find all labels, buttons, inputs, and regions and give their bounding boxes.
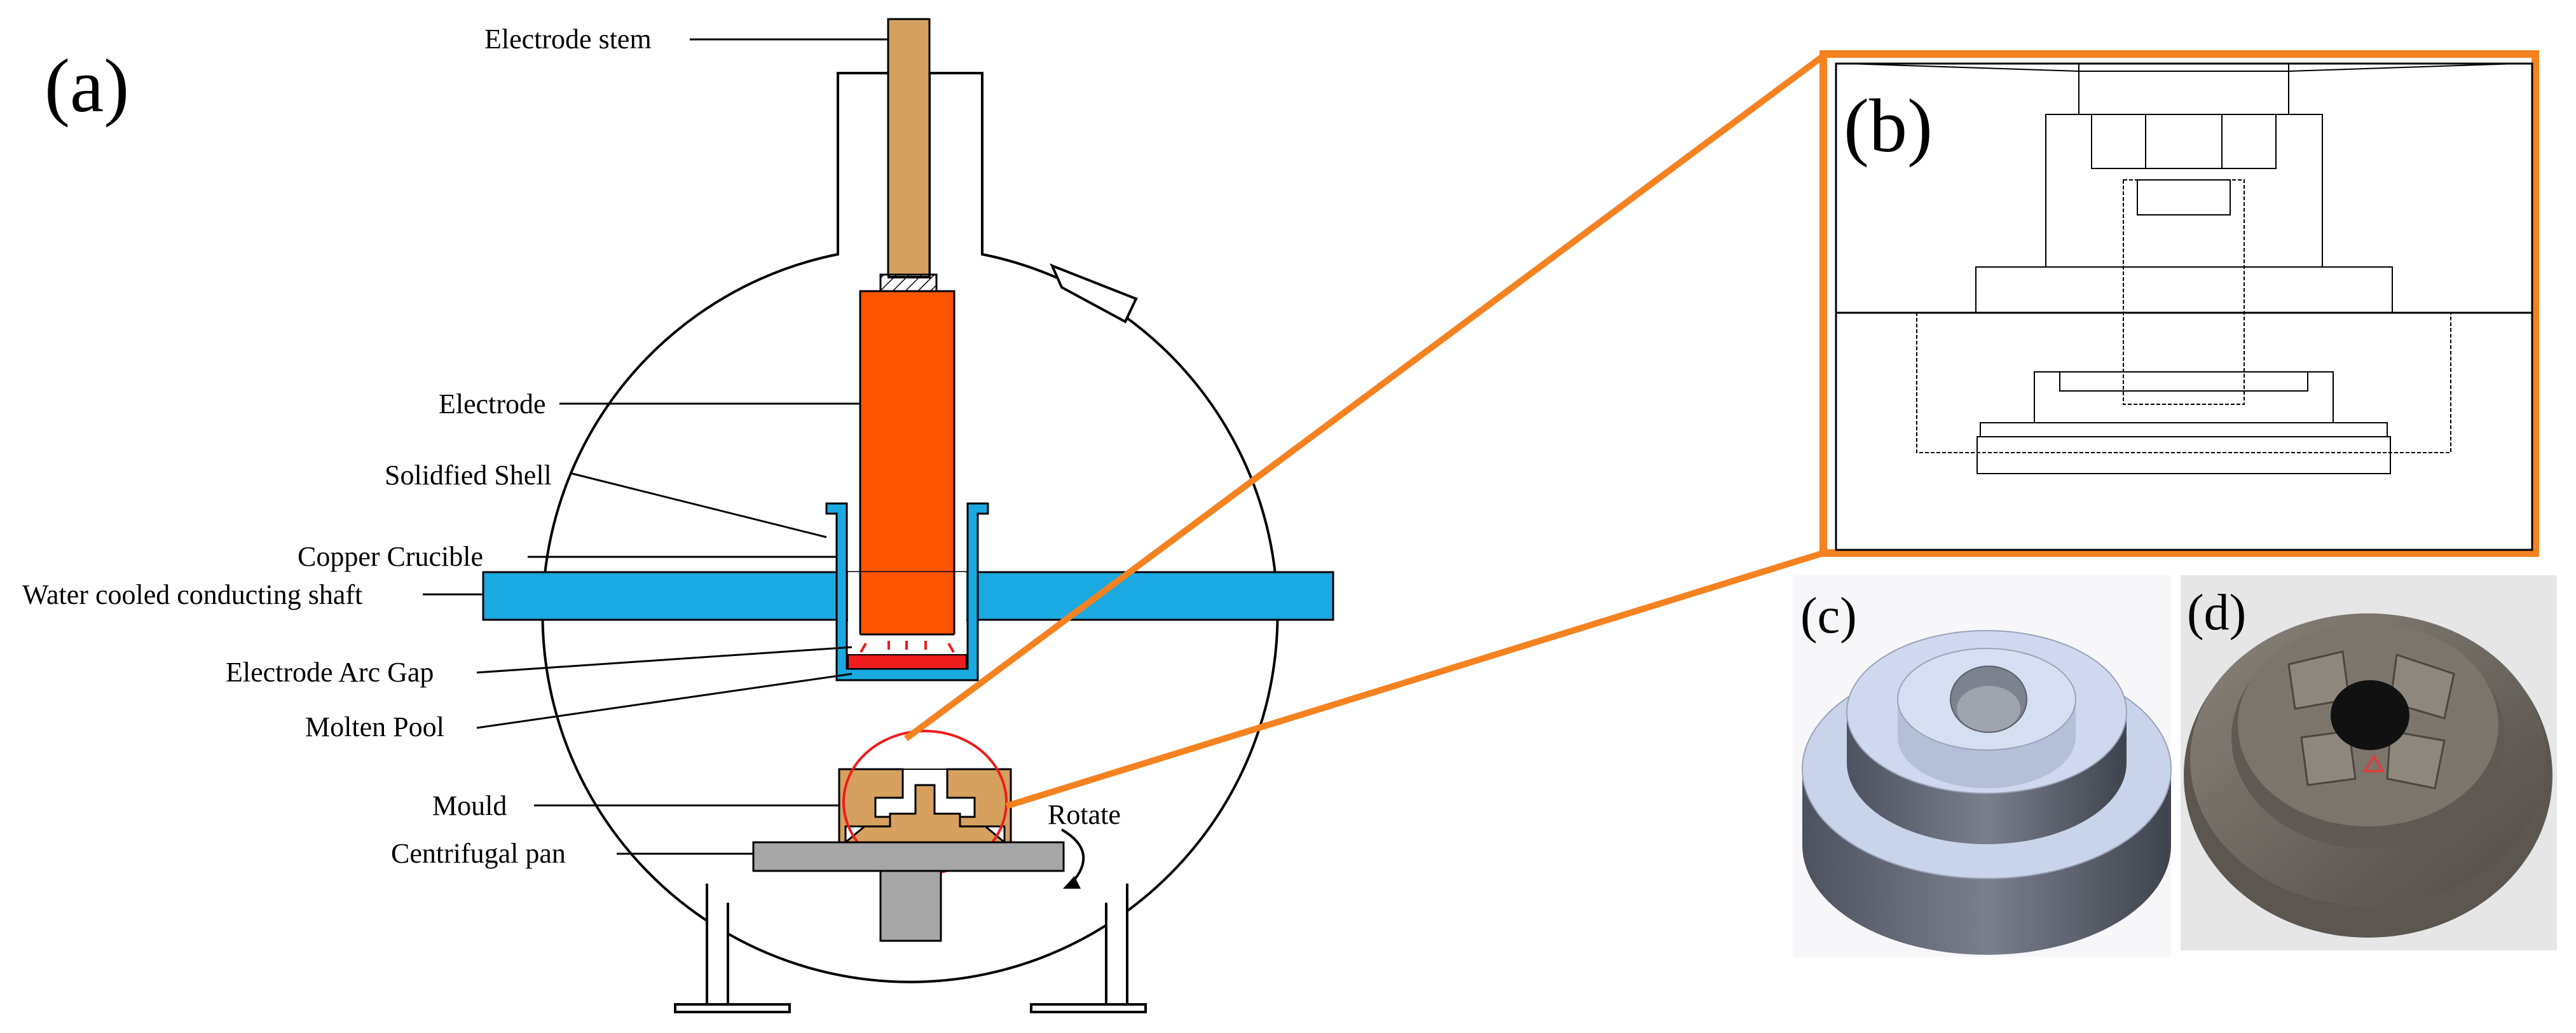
photo-cross [2287, 650, 2455, 790]
label-mould: Mould [432, 790, 507, 821]
electrode-stem [887, 18, 931, 276]
label-centrifugal-pan: Centrifugal pan [391, 838, 566, 869]
panel-a-label: (a) [45, 43, 129, 128]
panel-d-label: (d) [2187, 585, 2246, 641]
electrode-tip [860, 572, 954, 634]
chamber-outline [541, 72, 1279, 983]
label-electrode-stem: Electrode stem [484, 24, 652, 55]
label-copper-crucible: Copper Crucible [298, 541, 483, 572]
label-water-cooled-shaft: Water cooled conducting shaft [22, 579, 362, 610]
leader-lines [423, 38, 888, 855]
label-molten-pool: Molten Pool [305, 711, 444, 742]
zoom-frame [1819, 50, 2539, 557]
chamber-legs [674, 884, 1147, 1013]
copper-crucible [825, 502, 989, 681]
render-bore-inner [1957, 686, 2020, 732]
zoom-connectors [904, 53, 1825, 809]
photo-bore [2331, 680, 2409, 750]
arc-sparks [860, 641, 955, 653]
label-solidified-shell: Solidfied Shell [385, 460, 552, 491]
electrode-connector [879, 273, 938, 292]
panel-b-label: (b) [1844, 83, 1933, 168]
mould-cavity [845, 769, 1005, 843]
panel-c-label: (c) [1800, 588, 1857, 644]
rotate-arrow [1060, 828, 1085, 885]
viewport [1050, 263, 1138, 324]
section-outlines [1846, 63, 2518, 474]
label-electrode-arc-gap: Electrode Arc Gap [226, 657, 434, 688]
panel-b: (b) [1819, 50, 2539, 557]
panel-c: (c) [1793, 575, 2172, 957]
photo-marker [2362, 754, 2385, 772]
panel-a: (a) [22, 18, 1334, 1013]
label-electrode: Electrode [439, 388, 546, 420]
molten-pool [847, 654, 967, 669]
mould-core [842, 784, 1008, 844]
pan-pedestal [879, 870, 942, 942]
panel-d: (d) [2181, 575, 2557, 950]
label-rotate: Rotate [1048, 799, 1121, 830]
centrifugal-pan [752, 841, 1065, 872]
rotate-arrowhead [1063, 876, 1081, 889]
